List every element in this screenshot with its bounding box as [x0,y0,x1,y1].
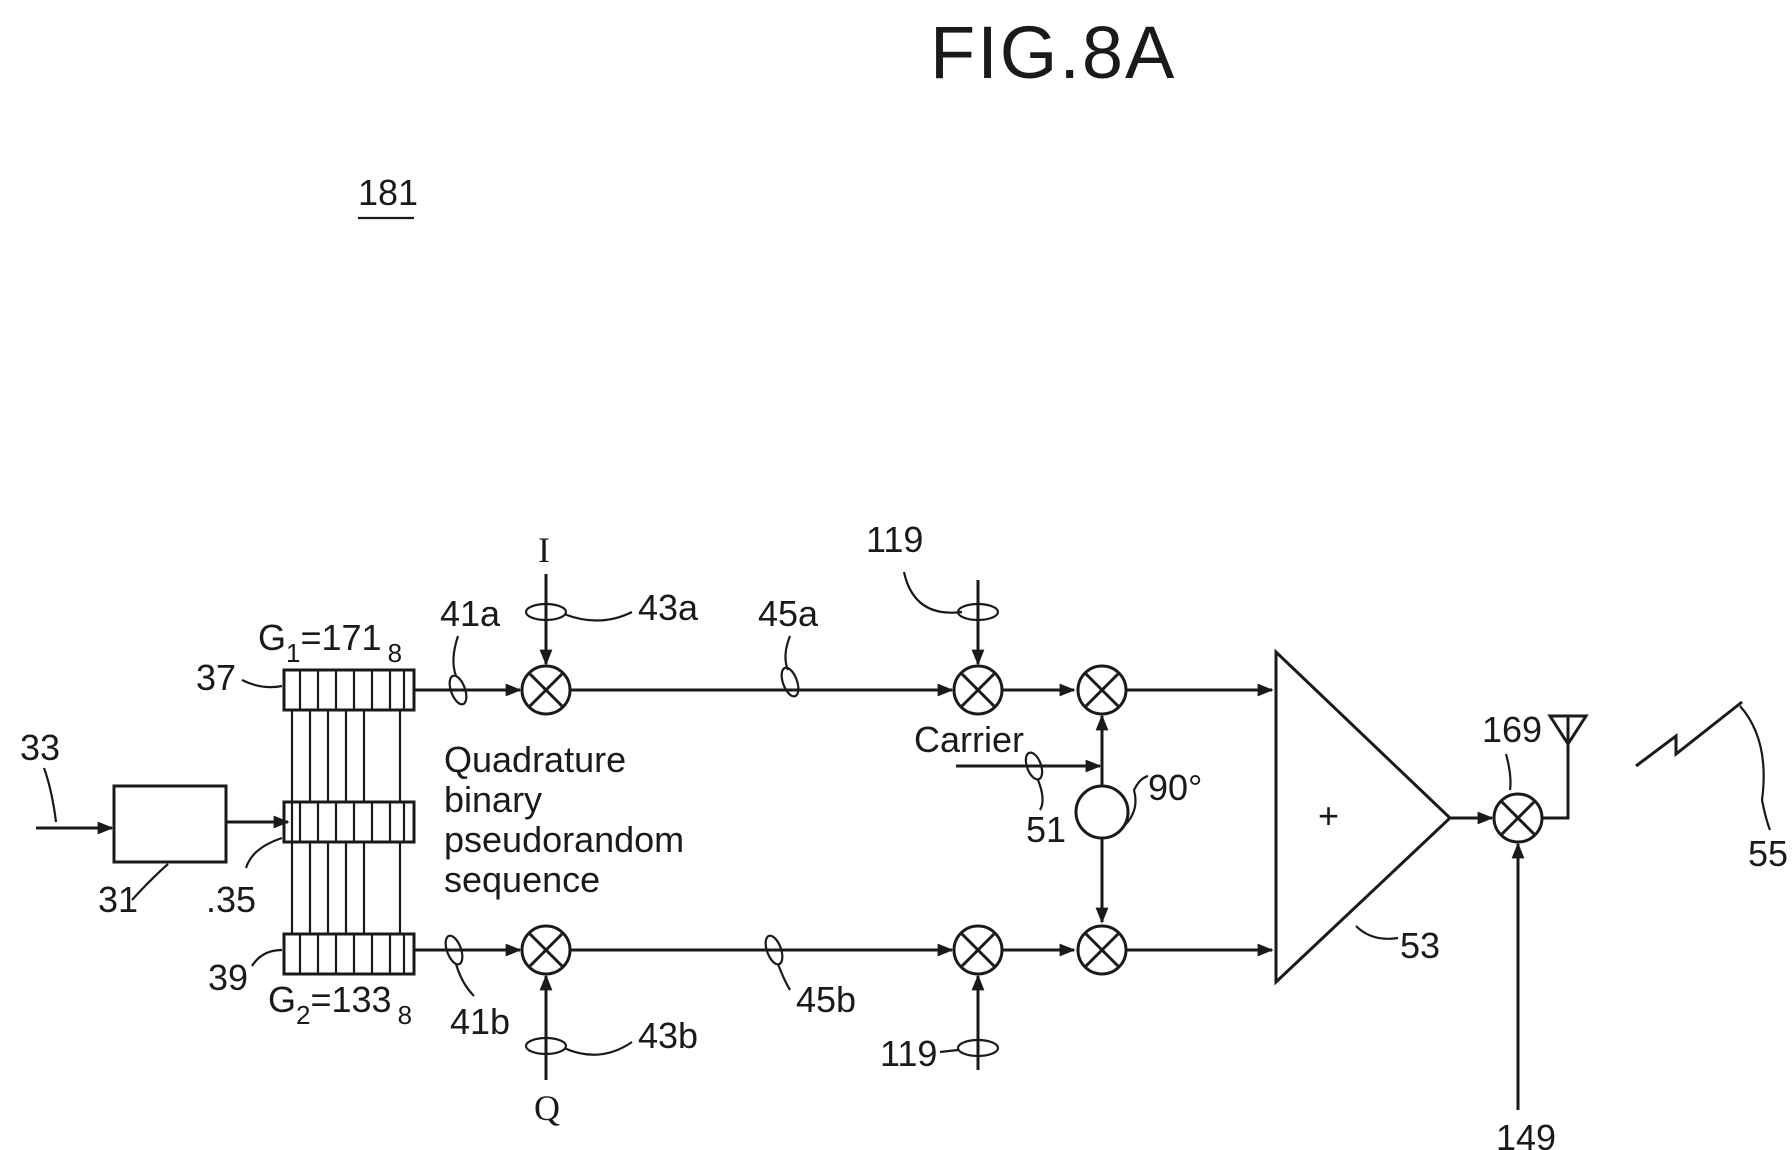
label-41b: 41b [450,1001,510,1042]
leader-37 [242,680,282,687]
carrier-mixer-top [1078,666,1126,714]
label-90-degrees: 90° [1148,767,1202,808]
label-51: 51 [1026,809,1066,850]
label-43b: 43b [638,1015,698,1056]
label-53: 53 [1400,925,1440,966]
leader-43a [564,612,632,621]
leader-119-bottom [940,1050,958,1052]
g1-polynomial: G1=1718 [258,617,402,668]
mixer-169 [1494,794,1542,842]
label-119-bottom: 119 [880,1033,937,1074]
g2-polynomial: G2=1338 [268,979,412,1030]
block-31 [114,786,226,862]
leader-35 [246,838,282,868]
leader-45b [778,964,790,990]
label-q-input: Q [534,1088,560,1128]
caption-line-2: binary [444,779,542,820]
leader-51 [1038,780,1043,810]
label-45a: 45a [758,593,819,634]
leader-45a [785,636,790,670]
transmission-bolt-icon [1636,702,1742,766]
leader-53 [1356,926,1398,939]
signal-loop-45a [778,666,801,699]
sequence-caption: Quadrature binary pseudorandom sequence [444,739,684,900]
label-i-input: I [538,530,550,570]
mixer-q [522,926,570,974]
figure-ref-number: 181 [358,172,418,213]
carrier-mixer-bottom [1078,926,1126,974]
label-39: 39 [208,957,248,998]
mixer-i [522,666,570,714]
leader-55 [1740,706,1770,830]
caption-line-3: pseudorandom [444,819,684,860]
label-carrier: Carrier [914,719,1024,760]
leader-43b [564,1042,632,1055]
label-169: 169 [1482,709,1542,750]
leader-169 [1506,754,1511,790]
label-43a: 43a [638,587,699,628]
shift-register-35 [284,802,414,842]
leader-119-top [904,572,962,613]
figure-title: FIG.8A [930,11,1176,94]
label-119-top: 119 [866,519,923,560]
summer-plus-sign: + [1318,795,1339,836]
leader-41b [456,964,474,996]
antenna-icon [1550,716,1586,744]
caption-line-4: sequence [444,859,600,900]
label-41a: 41a [440,593,501,634]
leader-39 [252,950,282,966]
label-55: 55 [1748,833,1788,874]
caption-line-1: Quadrature [444,739,626,780]
label-149: 149 [1496,1117,1556,1150]
shift-register-39 [284,934,414,974]
label-33: 33 [20,727,60,768]
mixer-119-top [954,666,1002,714]
line-to-antenna [1542,740,1568,818]
label-35: .35 [206,879,256,920]
register-connectors [292,710,400,934]
leader-41a [453,636,458,676]
leader-33 [44,768,56,822]
shift-register-37 [284,670,414,710]
label-45b: 45b [796,979,856,1020]
phase-shifter [1076,786,1128,838]
label-37: 37 [196,657,236,698]
mixer-119-bottom [954,926,1002,974]
